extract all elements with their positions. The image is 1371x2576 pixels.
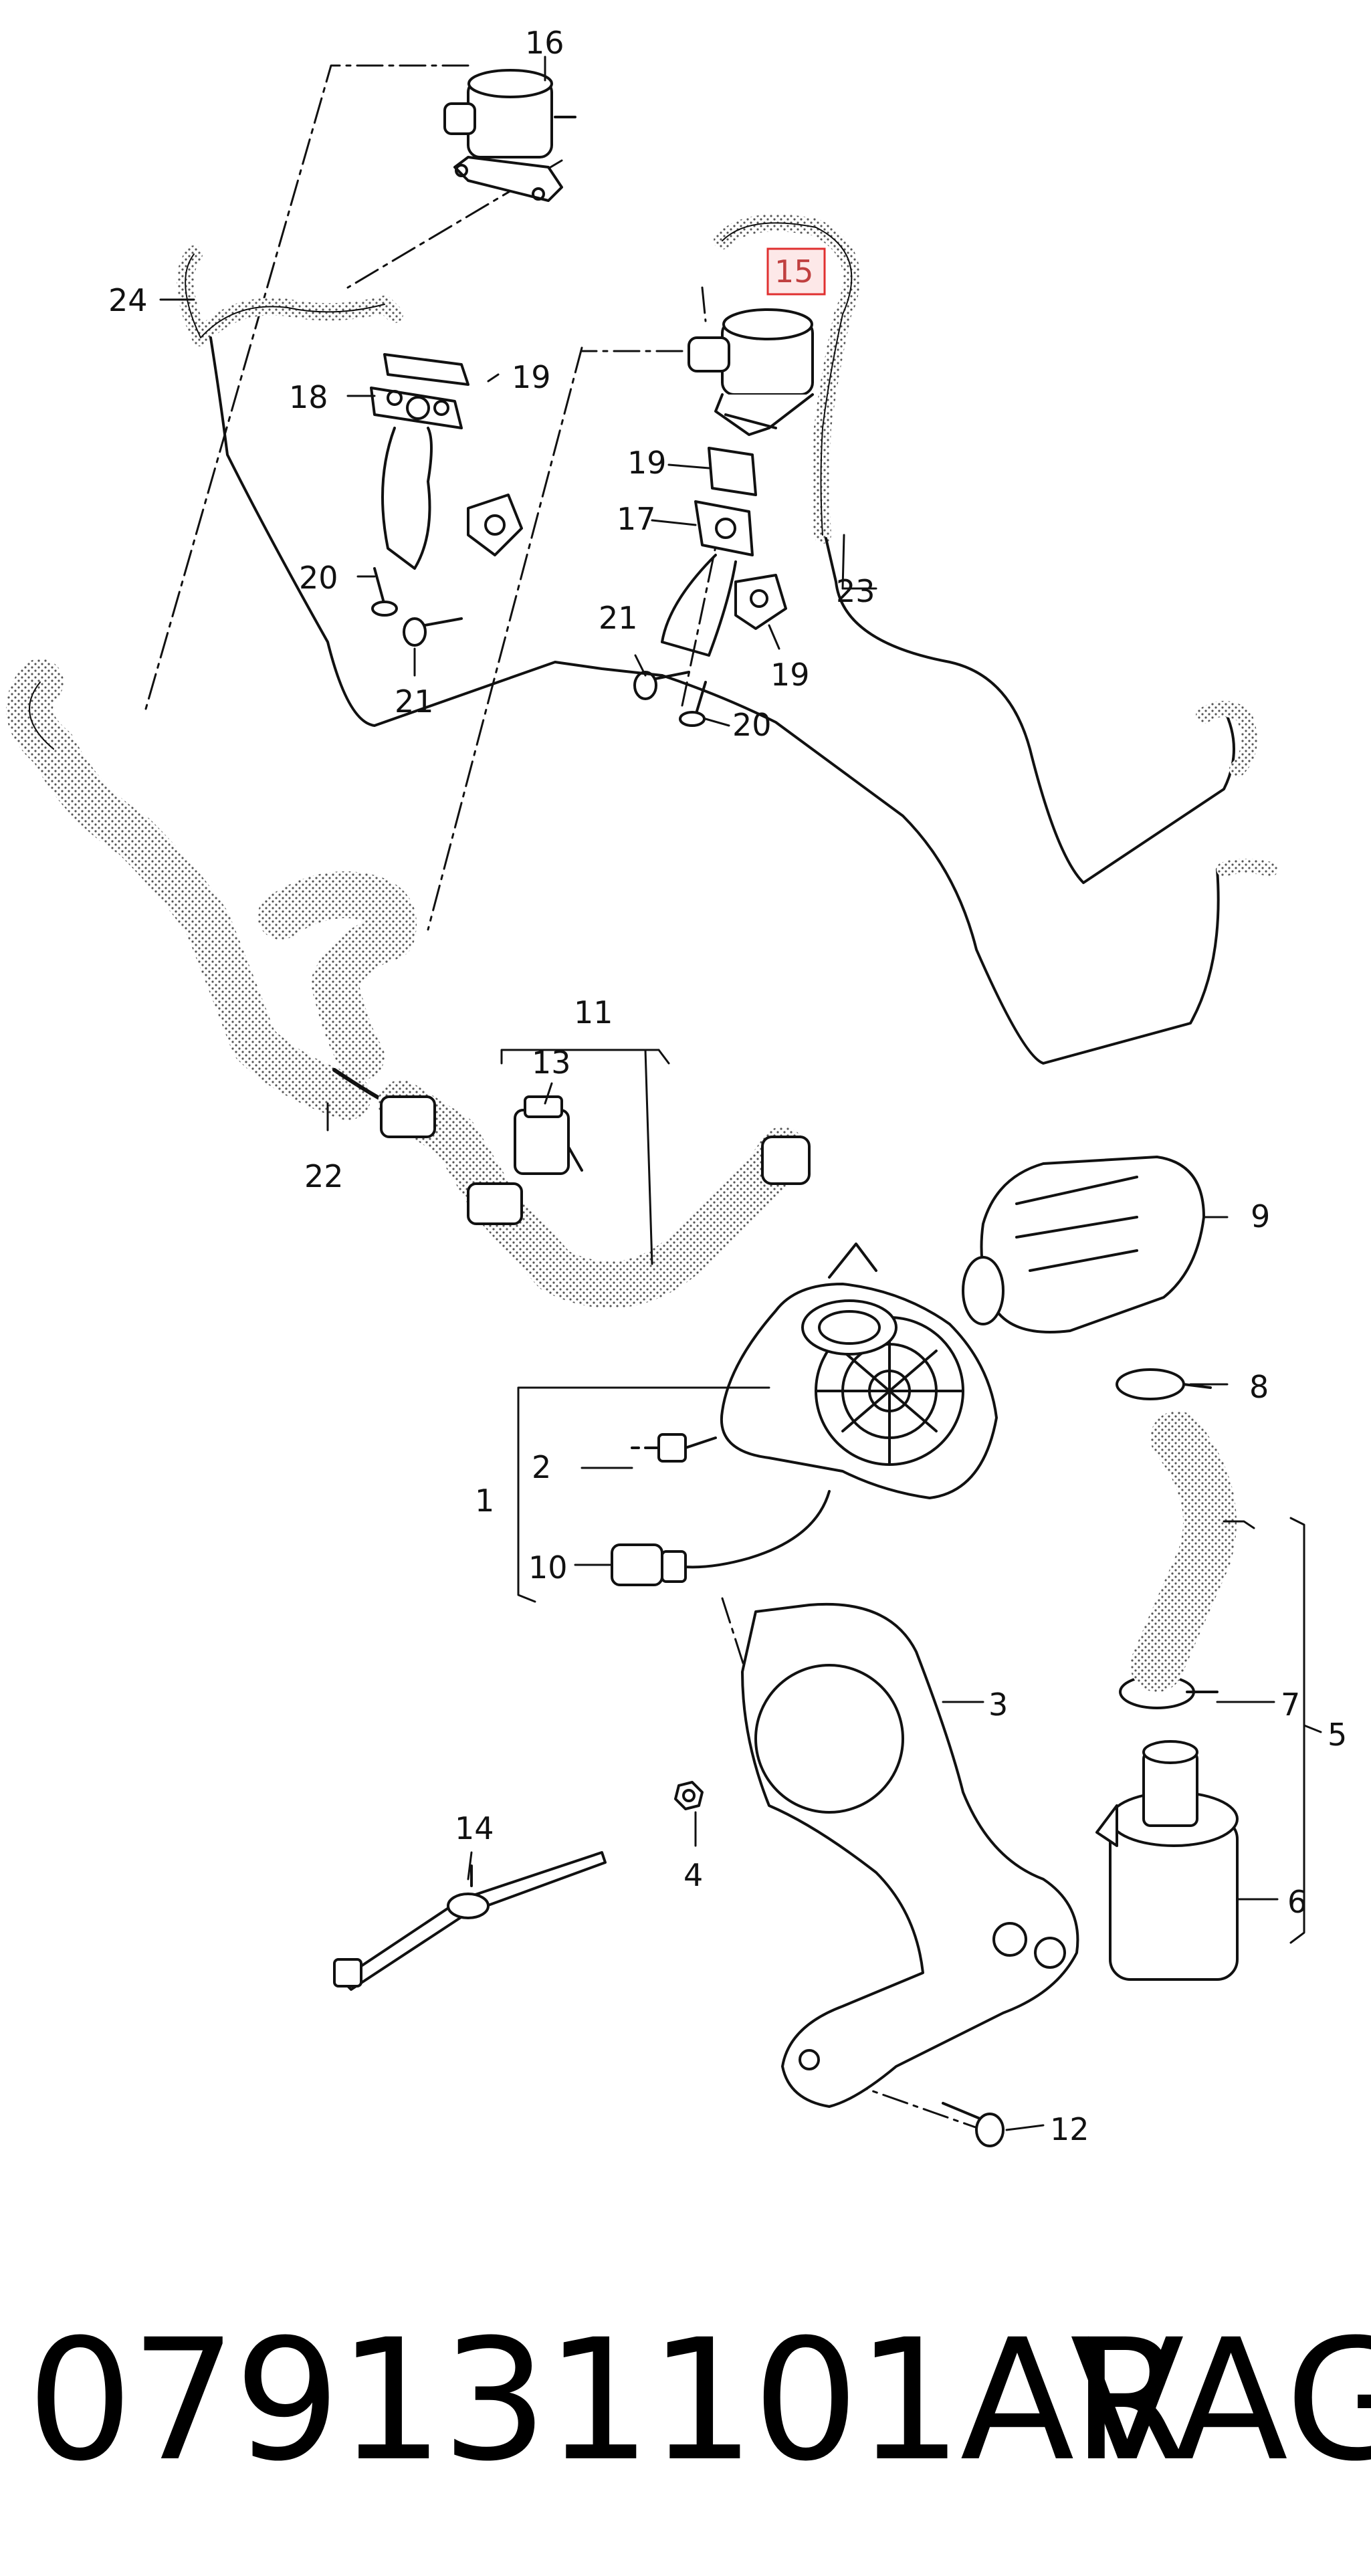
callout-6: 6 [1287, 1884, 1307, 1920]
callout-10: 10 [528, 1549, 568, 1586]
callout-5: 5 [1328, 1717, 1347, 1753]
callout-15: 15 [774, 253, 814, 290]
callout-13: 13 [532, 1045, 571, 1081]
callout-4: 4 [683, 1857, 703, 1893]
callout-23: 23 [836, 573, 875, 609]
callout-21-a: 21 [395, 683, 434, 720]
hose-23 [661, 214, 1278, 1065]
callouts: 16 15 24 18 19 19 17 23 20 21 21 19 20 1… [108, 25, 1347, 2147]
filter-housing-9 [962, 1156, 1205, 1333]
canister-6 [1095, 1740, 1239, 1981]
part-number: 079131101AR [27, 2303, 1188, 2498]
valve-16 [443, 69, 576, 202]
nut-4 [674, 1781, 704, 1810]
caption: 079131101AR VAG [27, 2300, 1371, 2501]
callout-20-b: 20 [732, 707, 772, 743]
callout-7: 7 [1281, 1687, 1300, 1723]
callout-16: 16 [525, 25, 564, 61]
callout-18: 18 [289, 379, 328, 415]
connector-10 [611, 1543, 687, 1586]
callout-17: 17 [617, 501, 656, 537]
bolt-12 [942, 2102, 1005, 2147]
hose-22 [6, 659, 811, 1309]
sensor-2 [631, 1433, 687, 1463]
callout-21-b: 21 [599, 600, 638, 636]
bracket-3 [741, 1602, 1079, 2108]
callout-24: 24 [108, 282, 148, 318]
callout-2: 2 [532, 1449, 551, 1485]
air-pump-1 [667, 1243, 998, 1569]
callout-9: 9 [1251, 1198, 1270, 1235]
callout-3: 3 [988, 1687, 1008, 1723]
highlight-box-15 [766, 247, 826, 296]
gaskets [370, 353, 787, 657]
valve-15 [688, 308, 814, 436]
brand-name: VAG [1070, 2303, 1371, 2498]
hose-24 [177, 245, 663, 727]
callout-12: 12 [1050, 2111, 1089, 2147]
callout-11: 11 [574, 994, 613, 1031]
sensor-13 [514, 1095, 583, 1175]
callout-14: 14 [455, 1810, 494, 1846]
callout-22: 22 [304, 1158, 344, 1194]
bolts [371, 567, 707, 727]
leader-lines [159, 56, 1322, 2131]
callout-8: 8 [1249, 1369, 1269, 1405]
cable-tie-14 [333, 1851, 607, 1991]
callout-19-c: 19 [770, 657, 810, 693]
callout-19-b: 19 [627, 445, 667, 481]
callout-20-a: 20 [299, 560, 338, 596]
callout-19-a: 19 [512, 359, 551, 395]
hose-5 [1130, 1411, 1237, 1692]
callout-1: 1 [475, 1483, 494, 1519]
